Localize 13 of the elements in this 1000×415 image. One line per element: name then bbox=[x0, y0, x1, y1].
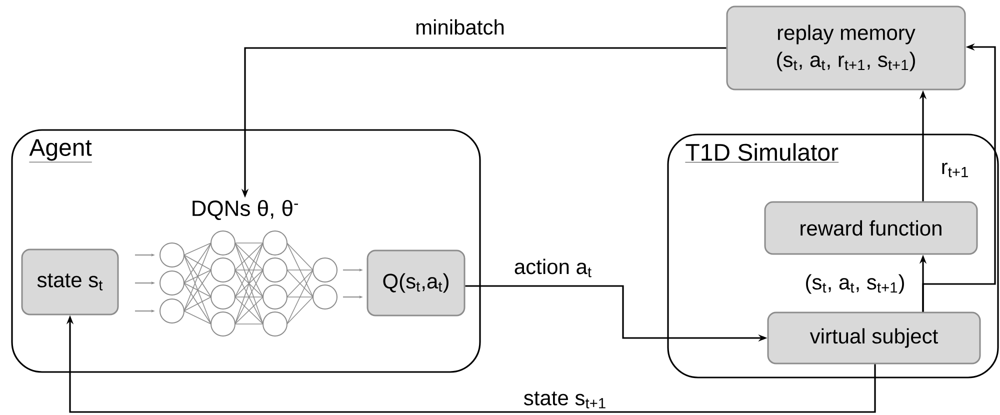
network-heading: DQNs θ, θ$^{-}$ bbox=[192, 200, 298, 220]
process-box: reward function bbox=[764, 201, 978, 255]
container-title: T1D Simulator bbox=[685, 143, 839, 162]
process-box: virtual subject bbox=[767, 312, 981, 364]
edge-label: minibatch bbox=[416, 19, 504, 35]
process-box: Q(s$_{t}$,a$_{t}$) bbox=[366, 250, 466, 316]
process-box: state s$_{t}$ bbox=[21, 248, 119, 316]
edge-label: state s$_{t+1}$ bbox=[524, 392, 606, 408]
edge-label: (s$_{t}$, a$_{t}$, s$_{t+1}$) bbox=[806, 274, 904, 294]
edge-label: action a$_{t}$ bbox=[514, 258, 592, 278]
container-title: Agent bbox=[29, 139, 92, 162]
edge-label: r$_{t+1}$ bbox=[942, 162, 968, 178]
process-box: replay memory (s$_{t}$, a$_{t}$, r$_{t+1}$, s$_{t+1}$) bbox=[726, 6, 966, 90]
